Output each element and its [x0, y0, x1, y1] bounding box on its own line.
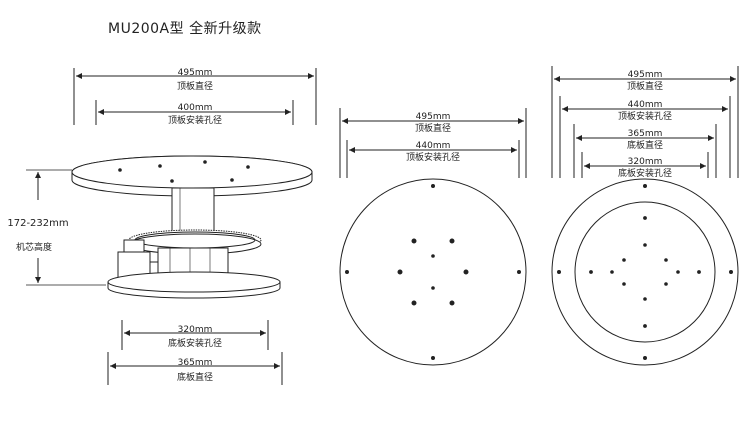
bottom-base-diameter-label: 底板直径: [627, 139, 663, 151]
center-column: [171, 187, 215, 235]
top-view-holes-label: 顶板安装孔径: [406, 151, 460, 163]
side-top-diameter-value: 495mm: [178, 68, 213, 78]
drawing-title: MU200A型 全新升级款: [108, 21, 262, 37]
bottom-view: [551, 66, 739, 366]
side-base-holes-value: 320mm: [178, 325, 213, 335]
bottom-top-holes-label: 顶板安装孔径: [618, 110, 672, 122]
bottom-base-holes-label: 底板安装孔径: [618, 167, 672, 179]
side-base-diameter-value: 365mm: [178, 358, 213, 368]
side-top-diameter-label: 顶板直径: [177, 80, 213, 92]
side-base-diameter-label: 底板直径: [177, 371, 213, 383]
side-view: [26, 68, 317, 385]
bottom-base-plate-outline: [574, 201, 716, 343]
bottom-base-holes-value: 320mm: [628, 157, 663, 167]
side-height-label: 机芯高度: [16, 241, 52, 253]
top-plate-outline: [339, 178, 527, 366]
side-base-holes-label: 底板安装孔径: [168, 337, 222, 349]
bottom-base-diameter-value: 365mm: [628, 129, 663, 139]
top-view: [339, 108, 527, 366]
top-view-diameter-value: 495mm: [416, 112, 451, 122]
bottom-top-holes-value: 440mm: [628, 100, 663, 110]
top-view-diameter-label: 顶板直径: [415, 122, 451, 134]
side-top-holes-value: 400mm: [178, 103, 213, 113]
bottom-top-diameter-value: 495mm: [628, 70, 663, 80]
bottom-top-plate-outline: [551, 178, 739, 366]
top-view-holes-value: 440mm: [416, 141, 451, 151]
side-height-value: 172-232mm: [7, 218, 68, 229]
bottom-top-diameter-label: 顶板直径: [627, 80, 663, 92]
base-plate: [107, 271, 281, 293]
side-top-holes-label: 顶板安装孔径: [168, 114, 222, 126]
